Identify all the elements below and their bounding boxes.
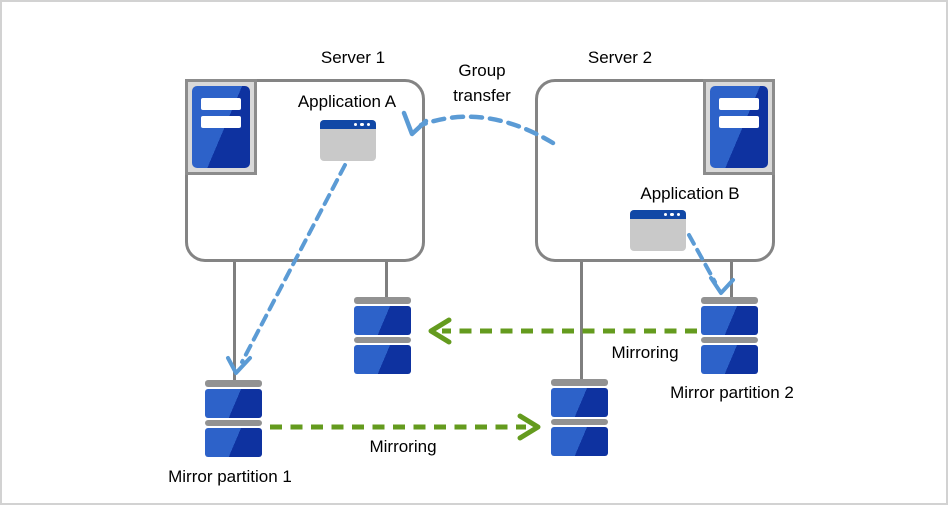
mirroring-arrow-top — [428, 317, 697, 345]
mirror-partition-1-label: Mirror partition 1 — [168, 467, 292, 486]
application-b-label: Application B — [640, 184, 740, 203]
server1-disk-icon — [354, 297, 411, 376]
mirror-partition-1-disk-icon — [205, 380, 262, 459]
group-transfer-line2: transfer — [453, 86, 511, 105]
app-window-titlebar — [320, 120, 376, 129]
server2-disk-icon — [551, 379, 608, 458]
server-tower-glyph — [192, 86, 250, 168]
server1-label: Server 1 — [320, 48, 386, 67]
mirroring-top-label: Mirroring — [611, 343, 679, 362]
server2-right-connector — [730, 260, 733, 300]
application-a-icon — [320, 120, 376, 161]
group-transfer-arrow — [401, 110, 556, 146]
server2-left-connector — [580, 260, 583, 382]
mirror-partition-2-disk-icon — [701, 297, 758, 376]
server2-tower-icon — [703, 79, 775, 175]
group-transfer-line1: Group — [458, 61, 506, 80]
server1-left-connector — [233, 260, 236, 383]
server1-tower-icon — [185, 79, 257, 175]
server1-right-connector — [385, 260, 388, 300]
mirror-partition-2-label: Mirror partition 2 — [670, 383, 794, 402]
mirroring-arrow-bottom — [270, 413, 541, 441]
application-a-label: Application A — [297, 92, 397, 111]
server2-label: Server 2 — [587, 48, 653, 67]
group-transfer-label: Group transfer — [417, 58, 547, 108]
app-window-titlebar — [630, 210, 686, 219]
mirroring-bottom-label: Mirroring — [369, 437, 437, 456]
application-b-icon — [630, 210, 686, 251]
server-tower-glyph — [710, 86, 768, 168]
